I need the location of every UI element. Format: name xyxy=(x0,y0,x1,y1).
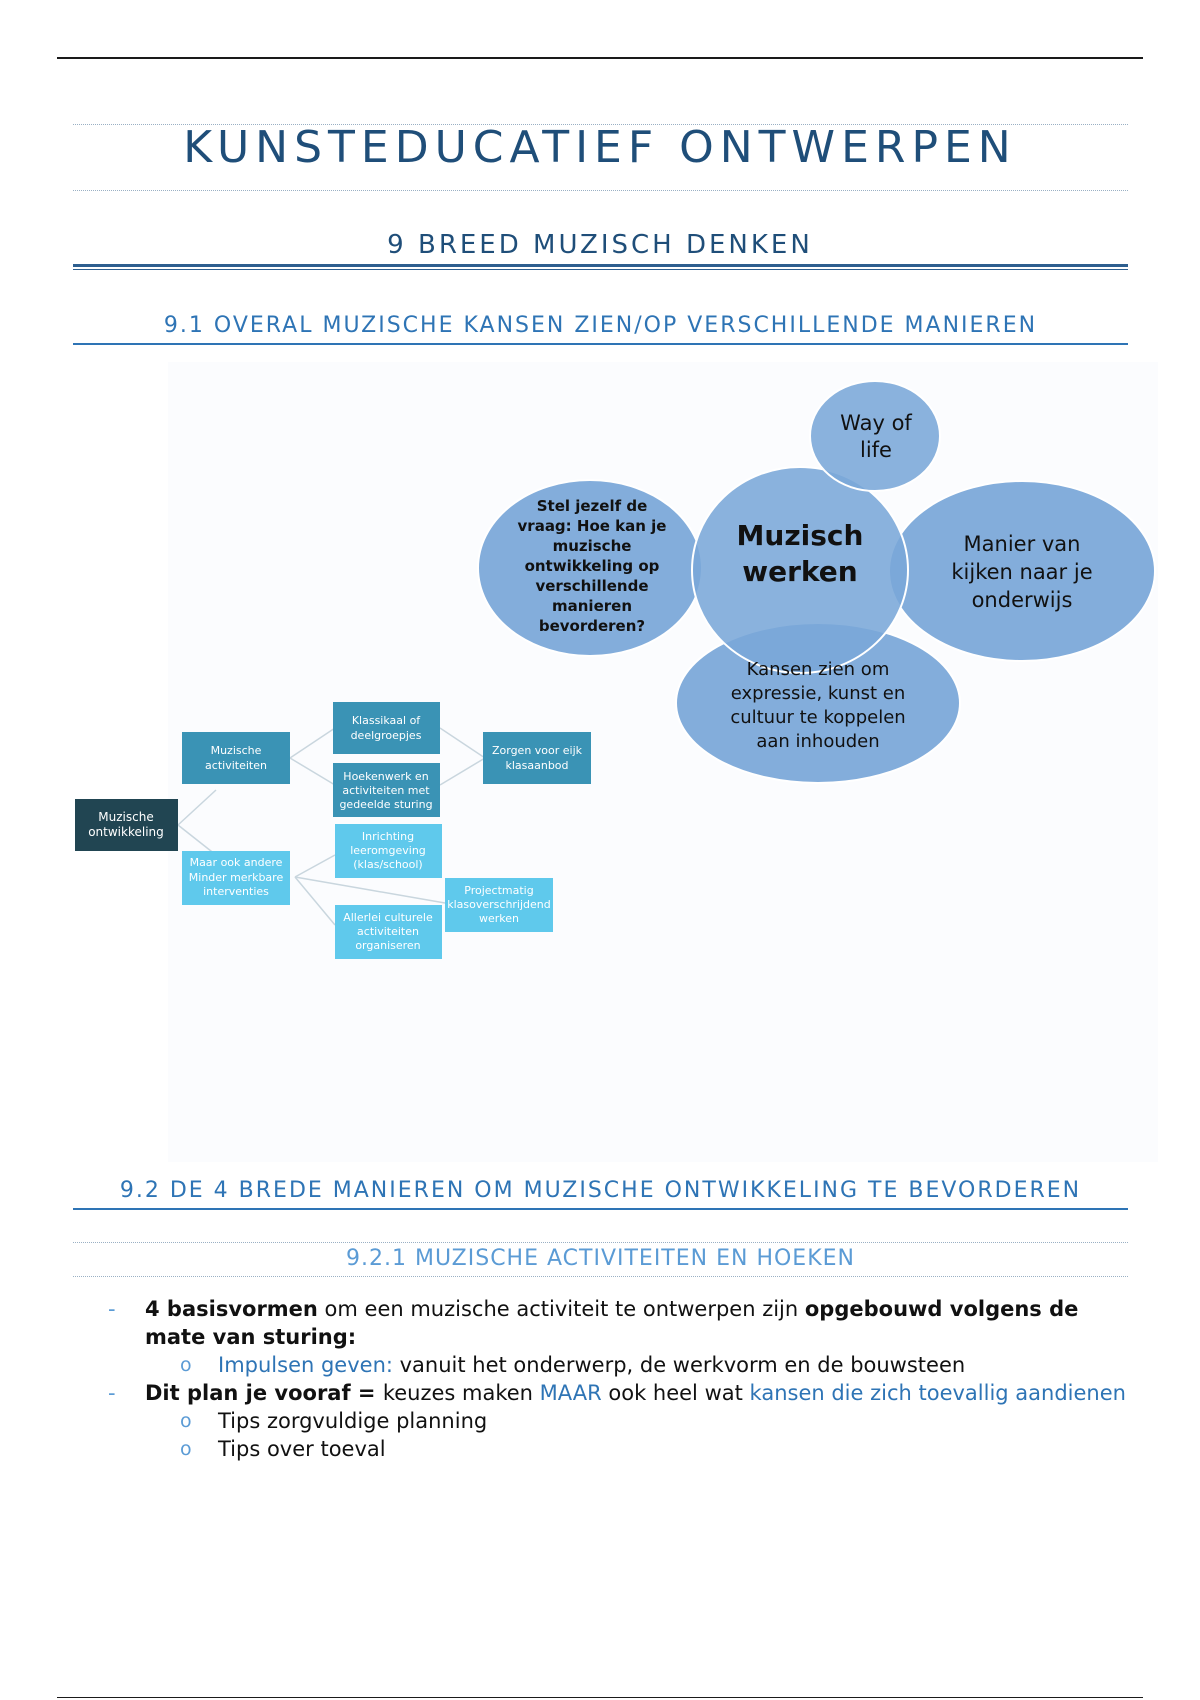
top-rule xyxy=(57,57,1143,59)
bullet-text: Dit plan je vooraf = keuzes maken MAAR o… xyxy=(145,1379,1130,1407)
tree-activities-line-2: activiteiten xyxy=(205,759,267,772)
tree-cultural-line-1: Allerlei culturele xyxy=(343,911,433,924)
sub-item-planning: o Tips zorgvuldige planning xyxy=(180,1407,1130,1435)
venn-right-text: Manier van kijken naar je onderwijs xyxy=(951,532,1092,612)
venn-bottom-line-4: aan inhouden xyxy=(756,731,879,752)
bold-phrase: Dit plan je vooraf = xyxy=(145,1381,383,1405)
venn-left-line-2: vraag: Hoe kan je xyxy=(518,517,667,535)
tree-other-line-3: interventies xyxy=(203,885,269,898)
subsection-heading-9-2-1: 9.2.1 MUZISCHE ACTIVITEITEN EN HOEKEN xyxy=(346,1246,855,1271)
title-dotted-bottom xyxy=(73,190,1128,191)
accent-phrase: Impulsen geven: xyxy=(218,1353,393,1377)
venn-left-line-1: Stel jezelf de xyxy=(537,497,648,515)
tree-environment-line-2: leeromgeving xyxy=(350,844,426,857)
accent-phrase: MAAR xyxy=(539,1381,602,1405)
bullet-dash: - xyxy=(108,1381,116,1405)
tree-own-offer-line-1: Zorgen voor eijk xyxy=(492,744,583,757)
section-rule-9-2 xyxy=(73,1208,1128,1210)
tree-connectors xyxy=(177,727,486,926)
title-dotted-top xyxy=(73,124,1128,125)
tree-environment-line-3: (klas/school) xyxy=(353,858,422,871)
text-run: ook heel wat xyxy=(601,1381,750,1405)
venn-left-text: Stel jezelf de vraag: Hoe kan je muzisch… xyxy=(518,497,667,635)
tree-classroom-line-2: deelgroepjes xyxy=(351,729,422,742)
tree-environment-line-1: Inrichting xyxy=(362,830,414,843)
tree-environment-node xyxy=(335,824,442,878)
tree-activities-line-1: Muzische xyxy=(211,744,262,757)
chapter-heading: 9 BREED MUZISCH DENKEN xyxy=(387,230,813,260)
tree-diagram: Muzische ontwikkeling Muzische activitei… xyxy=(75,702,591,959)
sub-bullet-marker: o xyxy=(180,1438,192,1460)
tree-root-line-2: ontwikkeling xyxy=(88,825,164,839)
tree-project-line-3: werken xyxy=(479,912,519,925)
venn-right-line-3: onderwijs xyxy=(972,588,1073,612)
bullet-item-plan-vooraf: - Dit plan je vooraf = keuzes maken MAAR… xyxy=(100,1379,1130,1407)
venn-left-line-4: ontwikkeling op xyxy=(525,557,660,575)
venn-bottom-line-1: Kansen zien om xyxy=(747,659,890,680)
venn-left-line-3: muzische xyxy=(553,537,632,555)
tree-other-line-1: Maar ook andere xyxy=(190,856,283,869)
tree-classroom-line-1: Klassikaal of xyxy=(352,714,421,727)
bottom-rule xyxy=(57,1697,1143,1698)
tree-corners-line-3: gedeelde sturing xyxy=(339,798,432,811)
tree-cultural-line-2: activiteiten xyxy=(357,925,419,938)
sub-bullet-marker: o xyxy=(180,1354,192,1376)
sub-text: Impulsen geven: vanuit het onderwerp, de… xyxy=(218,1351,1130,1379)
venn-bottom-text: Kansen zien om expressie, kunst en cultu… xyxy=(730,659,905,752)
venn-left-line-7: bevorderen? xyxy=(539,617,645,635)
bullet-item-basisvormen: - 4 basisvormen om een muzische activite… xyxy=(100,1295,1130,1351)
bold-phrase: 4 basisvormen xyxy=(145,1297,318,1321)
subsection-dotted-bottom xyxy=(73,1276,1128,1277)
tree-own-offer-node xyxy=(483,732,591,784)
text-run: keuzes maken xyxy=(382,1381,540,1405)
sub-item-toeval: o Tips over toeval xyxy=(180,1435,1130,1463)
sub-bullet-marker: o xyxy=(180,1410,192,1432)
venn-top-circle xyxy=(809,380,941,492)
text-run: vanuit het onderwerp, de werkvorm en de … xyxy=(392,1353,966,1377)
venn-left-line-6: manieren xyxy=(552,597,632,615)
tree-corners-node xyxy=(333,763,440,817)
section-heading-9-1: 9.1 OVERAL MUZISCHE KANSEN ZIEN/OP VERSC… xyxy=(163,313,1038,338)
sub-item-impulsen: o Impulsen geven: vanuit het onderwerp, … xyxy=(180,1351,1130,1379)
tree-activities-node xyxy=(182,732,290,784)
section-rule-9-1 xyxy=(73,343,1128,345)
tree-other-line-2: Minder merkbare xyxy=(189,871,284,884)
tree-corners-line-2: activiteiten met xyxy=(342,784,430,797)
tree-project-node xyxy=(445,878,553,932)
venn-center-circle xyxy=(691,466,909,674)
bullet-dash: - xyxy=(108,1297,116,1321)
venn-bottom-line-3: cultuur te koppelen xyxy=(730,707,905,728)
tree-cultural-line-3: organiseren xyxy=(355,939,420,952)
venn-diagram: Muzisch werken Way of life Stel jezelf d… xyxy=(477,380,1156,784)
venn-bottom-line-2: expressie, kunst en xyxy=(731,683,906,704)
accent-phrase: kansen die zich toevallig aandienen xyxy=(749,1381,1126,1405)
sub-text: Tips over toeval xyxy=(218,1437,386,1461)
tree-own-offer-line-2: klasaanbod xyxy=(505,759,568,772)
text-run: om een muzische activiteit te ontwerpen … xyxy=(317,1297,805,1321)
venn-left-line-5: verschillende xyxy=(535,577,648,595)
tree-root-node xyxy=(75,799,178,851)
bullet-list: - 4 basisvormen om een muzische activite… xyxy=(100,1295,1130,1463)
bullet-text: 4 basisvormen om een muzische activiteit… xyxy=(145,1295,1130,1351)
bold-phrase: opgebouwd volgens de mate van sturing: xyxy=(145,1297,1079,1349)
subsection-dotted-top xyxy=(73,1242,1128,1243)
tree-cultural-node xyxy=(335,905,442,959)
sub-text: Tips zorgvuldige planning xyxy=(218,1409,488,1433)
tree-root-line-1: Muzische xyxy=(98,810,153,824)
section-heading-9-2: 9.2 DE 4 BREDE MANIEREN OM MUZISCHE ONTW… xyxy=(119,1178,1082,1203)
venn-top-line-1: Way of xyxy=(840,411,912,435)
tree-project-line-1: Projectmatig xyxy=(464,884,533,897)
venn-center-line-2: werken xyxy=(742,555,857,588)
chapter-rule-thin xyxy=(73,269,1128,270)
document-title: KUNSTEDUCATIEF ONTWERPEN xyxy=(183,122,1017,173)
tree-classroom-node xyxy=(333,702,440,754)
venn-center-line-1: Muzisch xyxy=(737,519,864,552)
tree-corners-line-1: Hoekenwerk en xyxy=(343,770,428,783)
venn-top-line-2: life xyxy=(860,438,892,462)
tree-other-node xyxy=(182,851,290,905)
tree-project-line-2: klasoverschrijdend xyxy=(447,898,551,911)
venn-right-line-2: kijken naar je xyxy=(951,560,1092,584)
chapter-rule xyxy=(73,264,1128,267)
venn-right-line-1: Manier van xyxy=(964,532,1081,556)
